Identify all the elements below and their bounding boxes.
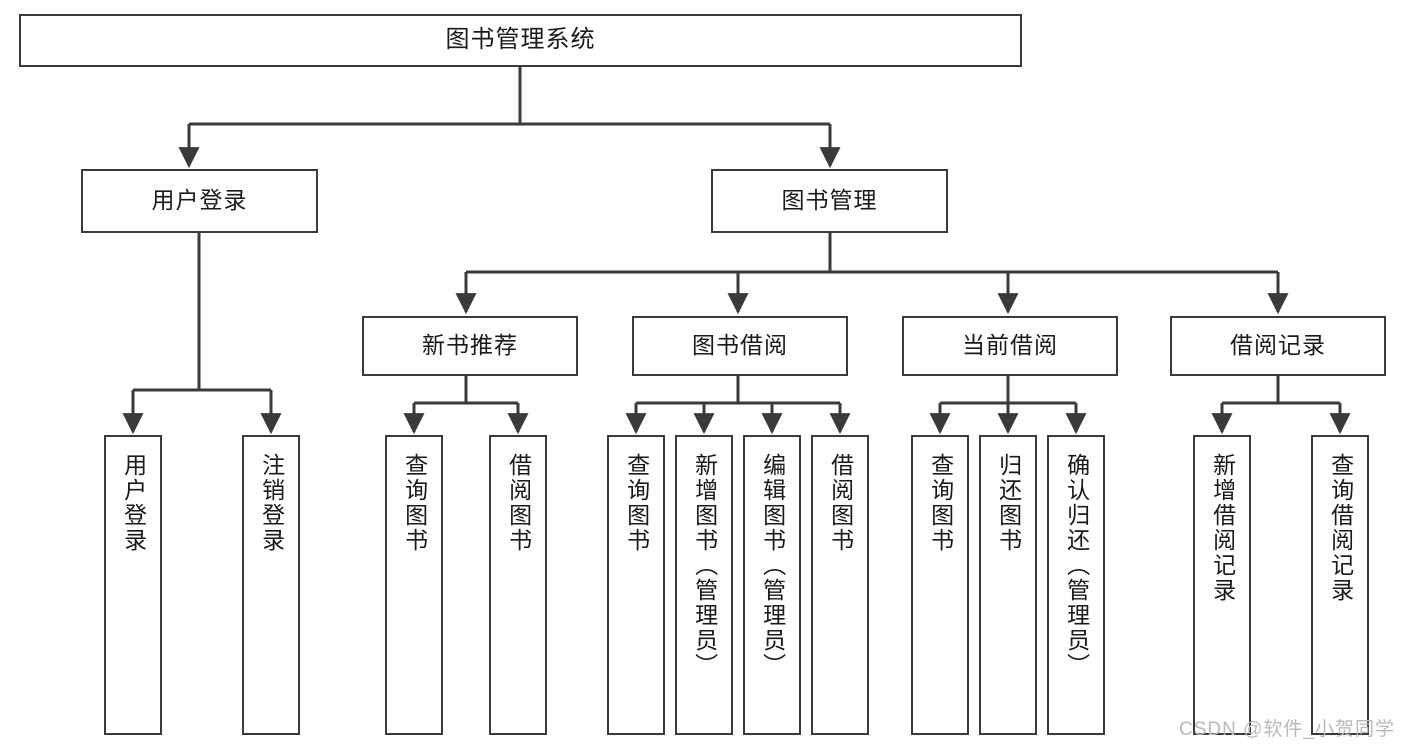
node-leaf-query-record[interactable]: 查询借阅记录	[1311, 435, 1369, 735]
node-label: 用户登录	[151, 187, 248, 214]
watermark-text: CSDN @软件_小贺同学	[1179, 719, 1395, 740]
node-label: 归还图书	[995, 453, 1022, 553]
node-label: 查询图书	[927, 453, 954, 553]
node-book-manage[interactable]: 图书管理	[711, 169, 948, 233]
node-label: 新增图书（管理员）	[691, 453, 718, 678]
node-label: 新书推荐	[422, 332, 518, 359]
node-current-borrow[interactable]: 当前借阅	[902, 316, 1118, 376]
node-label: 编辑图书（管理员）	[759, 453, 786, 678]
node-label: 借阅图书	[505, 453, 532, 553]
node-leaf-user-login[interactable]: 用户登录	[104, 435, 162, 735]
node-label: 用户登录	[120, 453, 147, 553]
node-label: 确认归还（管理员）	[1063, 453, 1090, 678]
node-leaf-query-book-2[interactable]: 查询图书	[607, 435, 665, 735]
node-user-login[interactable]: 用户登录	[81, 169, 318, 233]
node-leaf-user-logout[interactable]: 注销登录	[242, 435, 300, 735]
node-leaf-query-book-3[interactable]: 查询图书	[911, 435, 969, 735]
node-borrow-record[interactable]: 借阅记录	[1170, 316, 1386, 376]
node-label: 查询借阅记录	[1327, 453, 1354, 603]
node-label: 图书管理	[781, 187, 878, 214]
node-label: 新增借阅记录	[1209, 453, 1236, 603]
node-leaf-edit-book[interactable]: 编辑图书（管理员）	[743, 435, 801, 735]
node-leaf-confirm-return[interactable]: 确认归还（管理员）	[1047, 435, 1105, 735]
node-leaf-add-book[interactable]: 新增图书（管理员）	[675, 435, 733, 735]
node-label: 注销登录	[258, 453, 285, 553]
node-root-system[interactable]: 图书管理系统	[19, 14, 1022, 67]
node-label: 图书借阅	[692, 332, 788, 359]
node-leaf-borrow-book-1[interactable]: 借阅图书	[489, 435, 547, 735]
node-new-book-recommend[interactable]: 新书推荐	[362, 316, 578, 376]
node-leaf-return-book[interactable]: 归还图书	[979, 435, 1037, 735]
node-label: 查询图书	[401, 453, 428, 553]
node-label: 图书管理系统	[445, 26, 596, 54]
node-leaf-query-book-1[interactable]: 查询图书	[385, 435, 443, 735]
node-label: 当前借阅	[962, 332, 1058, 359]
node-book-borrow[interactable]: 图书借阅	[632, 316, 848, 376]
node-label: 查询图书	[623, 453, 650, 553]
node-label: 借阅图书	[827, 453, 854, 553]
node-leaf-add-record[interactable]: 新增借阅记录	[1193, 435, 1251, 735]
node-leaf-borrow-book-2[interactable]: 借阅图书	[811, 435, 869, 735]
node-label: 借阅记录	[1230, 332, 1326, 359]
